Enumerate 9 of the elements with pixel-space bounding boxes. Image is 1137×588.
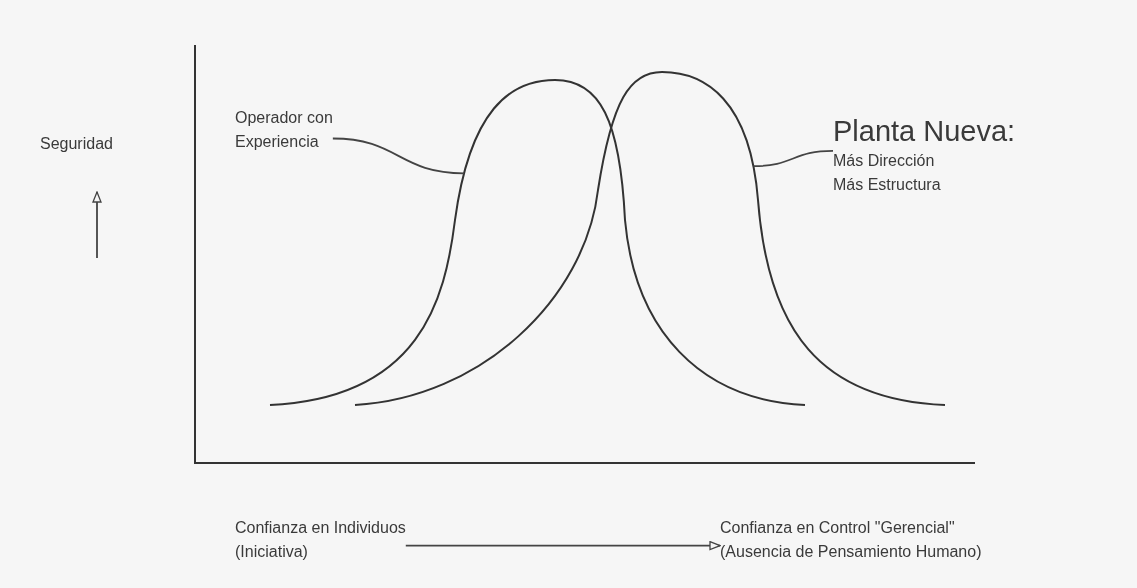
axis-label: Confianza en Individuos (Iniciativa) (235, 516, 445, 564)
axis-label: Seguridad (40, 134, 113, 154)
label-heading: Planta Nueva: (833, 114, 1017, 149)
curve-label: Operador con Experiencia (235, 106, 355, 154)
leader-line (331, 137, 465, 175)
leader-line (752, 149, 834, 168)
arrow (404, 541, 721, 551)
axis-label: Confianza en Control "Gerencial" (Ausencia de Pensamiento Humano) (720, 516, 1020, 564)
label-text: Más Dirección Más Estructura (833, 151, 942, 195)
